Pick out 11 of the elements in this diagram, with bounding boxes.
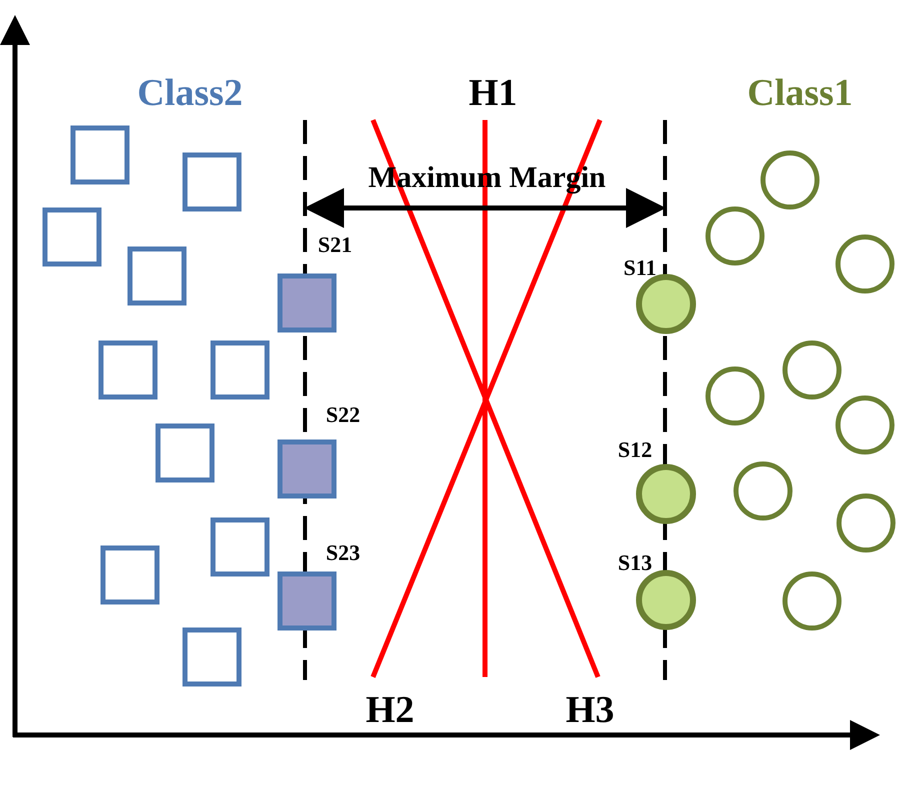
support-vector-label: S23 — [326, 542, 360, 564]
hyperplane-label: H3 — [566, 691, 614, 729]
hyperplane-label: H1 — [468, 74, 518, 112]
class-label: Class1 — [747, 74, 853, 112]
support-vector-label: S12 — [618, 439, 652, 461]
support-vector-label: S13 — [618, 552, 652, 574]
hyperplane-label: H2 — [366, 691, 414, 729]
support-vector-label: S11 — [623, 257, 657, 279]
class-label: Class2 — [137, 74, 243, 112]
support-vector-label: S22 — [326, 404, 360, 426]
support-vector-label: S21 — [318, 234, 352, 256]
